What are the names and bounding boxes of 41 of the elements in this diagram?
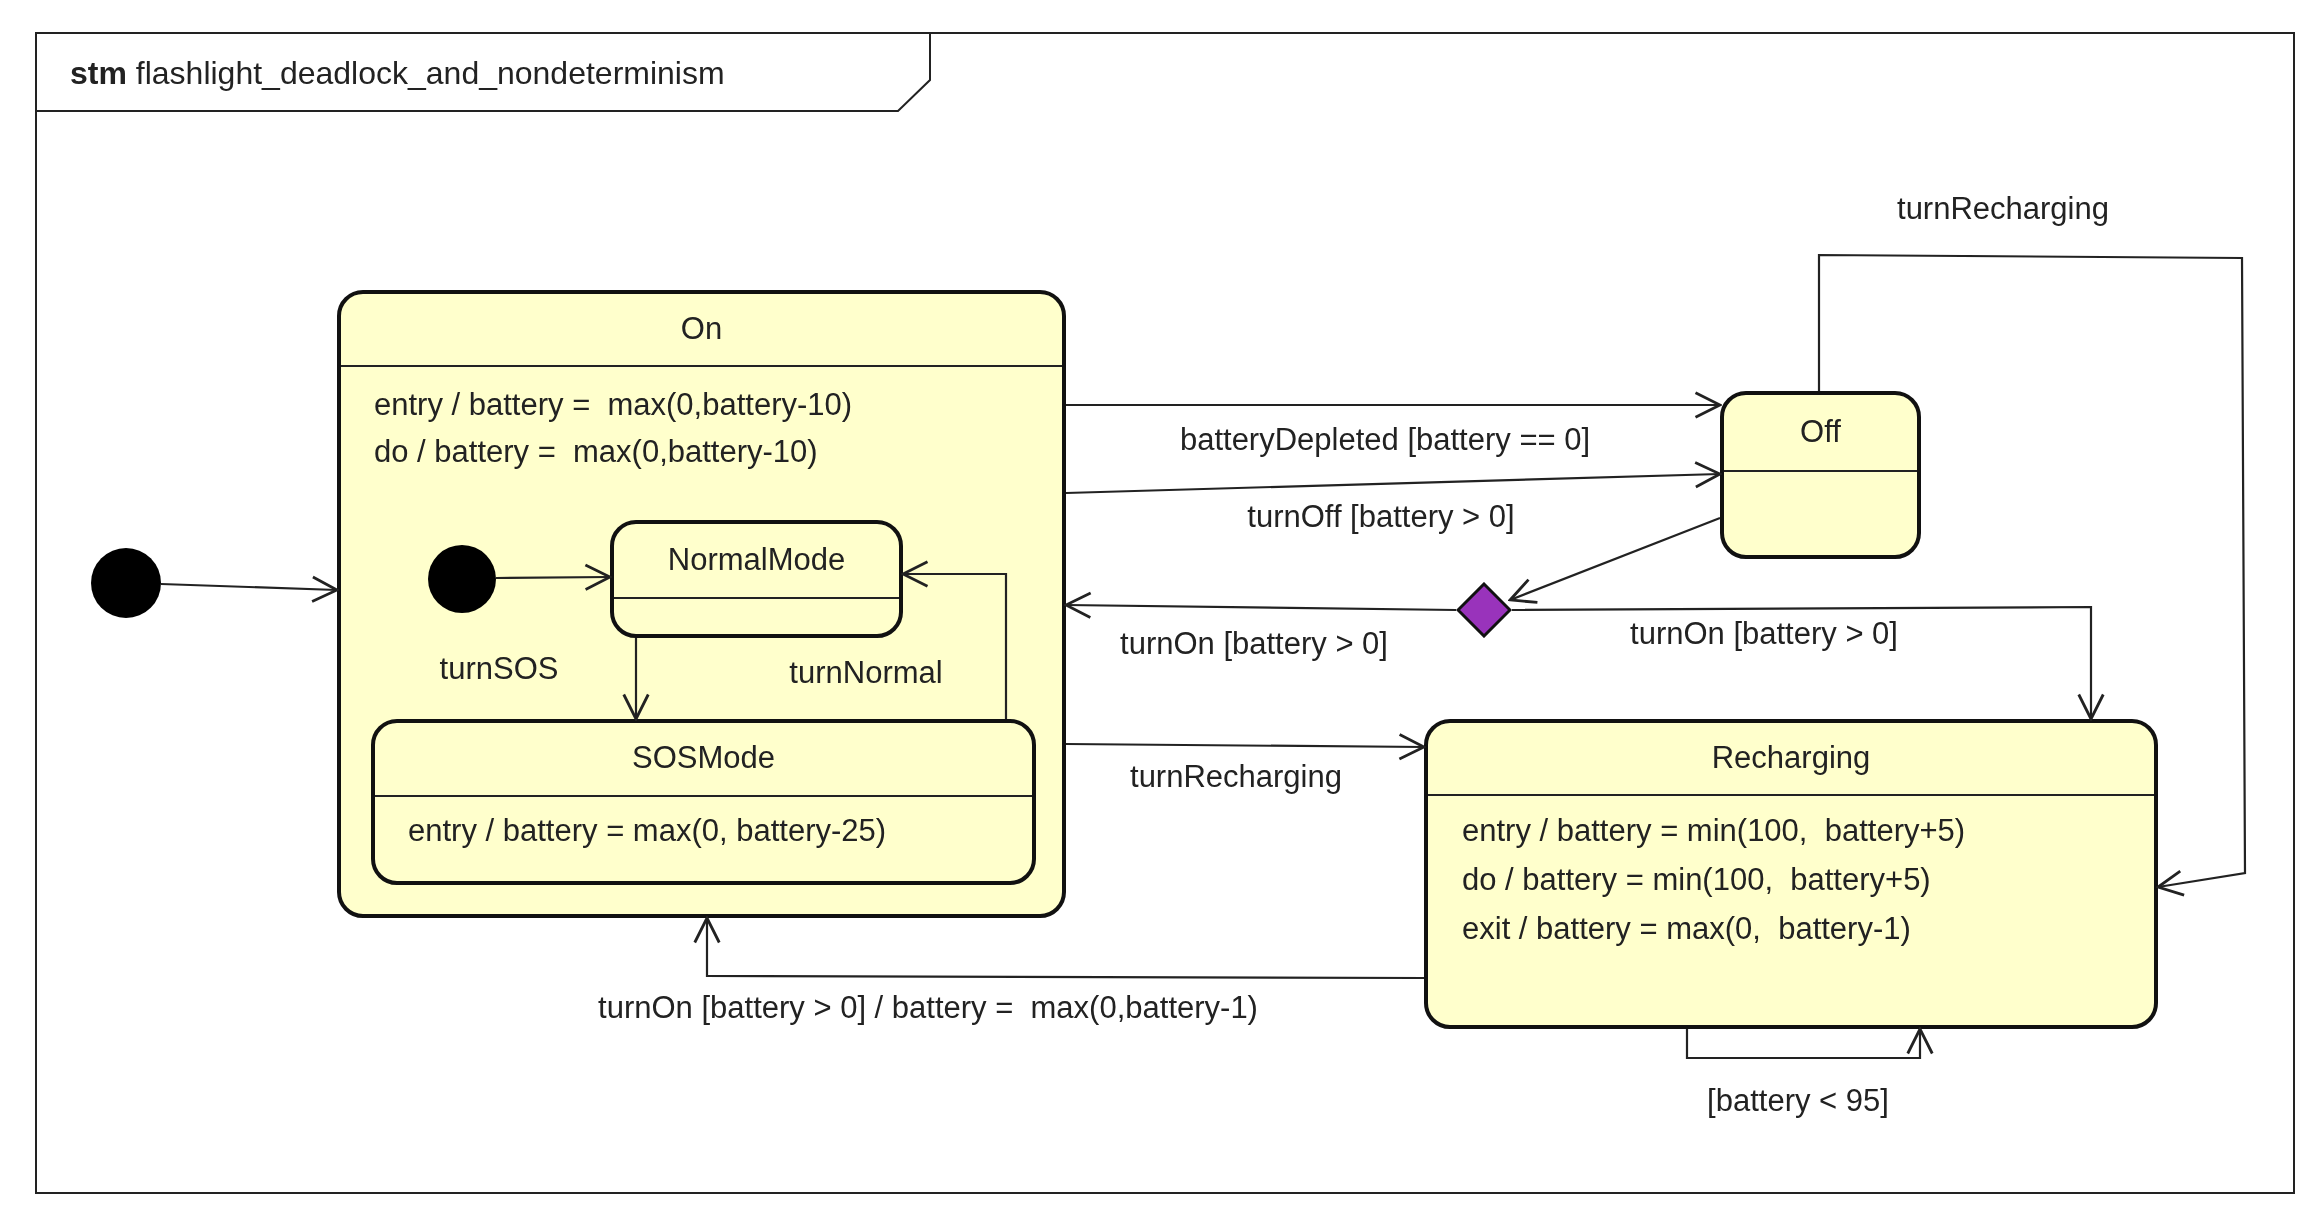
edge-label: turnRecharging bbox=[1130, 759, 1342, 795]
edge-label: turnSOS bbox=[439, 651, 559, 687]
state-activity: entry / battery = max(0,battery-10) bbox=[374, 386, 853, 424]
transition-arrow bbox=[1685, 1027, 1934, 1060]
state-name: NormalMode bbox=[667, 542, 846, 577]
choice-diamond bbox=[1456, 582, 1512, 638]
state-box bbox=[337, 290, 1066, 918]
edge-label: turnRecharging bbox=[1897, 191, 2109, 227]
state-activity: entry / battery = min(100, battery+5) bbox=[1462, 812, 1966, 850]
state-box bbox=[1720, 391, 1921, 559]
transition-arrow bbox=[1512, 605, 2105, 721]
state-name: On bbox=[680, 311, 723, 346]
transition-arrow bbox=[495, 563, 612, 591]
edge-label: turnOn [battery > 0] / battery = max(0,battery-1) bbox=[598, 990, 1258, 1026]
state-box bbox=[1424, 719, 2158, 1029]
state-name: Off bbox=[1800, 414, 1841, 449]
state-name: Recharging bbox=[1711, 740, 1871, 775]
edge-label: turnOff [battery > 0] bbox=[1247, 499, 1515, 535]
transition-arrow bbox=[1066, 733, 1426, 761]
transition-arrow bbox=[1508, 516, 1721, 604]
transition-arrow bbox=[1817, 253, 2247, 897]
diagram-title: stm flashlight_deadlock_and_nondeterminism bbox=[70, 55, 725, 92]
transition-arrow bbox=[160, 575, 339, 603]
state-activity: entry / battery = max(0, battery-25) bbox=[408, 812, 887, 850]
state-box bbox=[610, 520, 903, 638]
transition-arrow bbox=[1066, 391, 1722, 419]
transition-arrow bbox=[622, 638, 650, 721]
edge-label: [battery < 95] bbox=[1707, 1083, 1889, 1119]
edge-label: turnNormal bbox=[789, 655, 943, 691]
state-activity: do / battery = max(0,battery-10) bbox=[374, 433, 818, 471]
state-box bbox=[371, 719, 1036, 885]
transition-arrow bbox=[693, 916, 1424, 980]
edge-label: turnOn [battery > 0] bbox=[1120, 626, 1388, 662]
edge-label: turnOn [battery > 0] bbox=[1630, 616, 1898, 652]
transition-arrow bbox=[901, 560, 1008, 719]
transition-arrow bbox=[1065, 461, 1722, 495]
state-activity: exit / battery = max(0, battery-1) bbox=[1462, 910, 1911, 948]
state-name: SOSMode bbox=[632, 740, 775, 775]
state-activity: do / battery = min(100, battery+5) bbox=[1462, 861, 1931, 899]
transition-arrow bbox=[1064, 591, 1456, 619]
edge-label: batteryDepleted [battery == 0] bbox=[1179, 422, 1591, 458]
